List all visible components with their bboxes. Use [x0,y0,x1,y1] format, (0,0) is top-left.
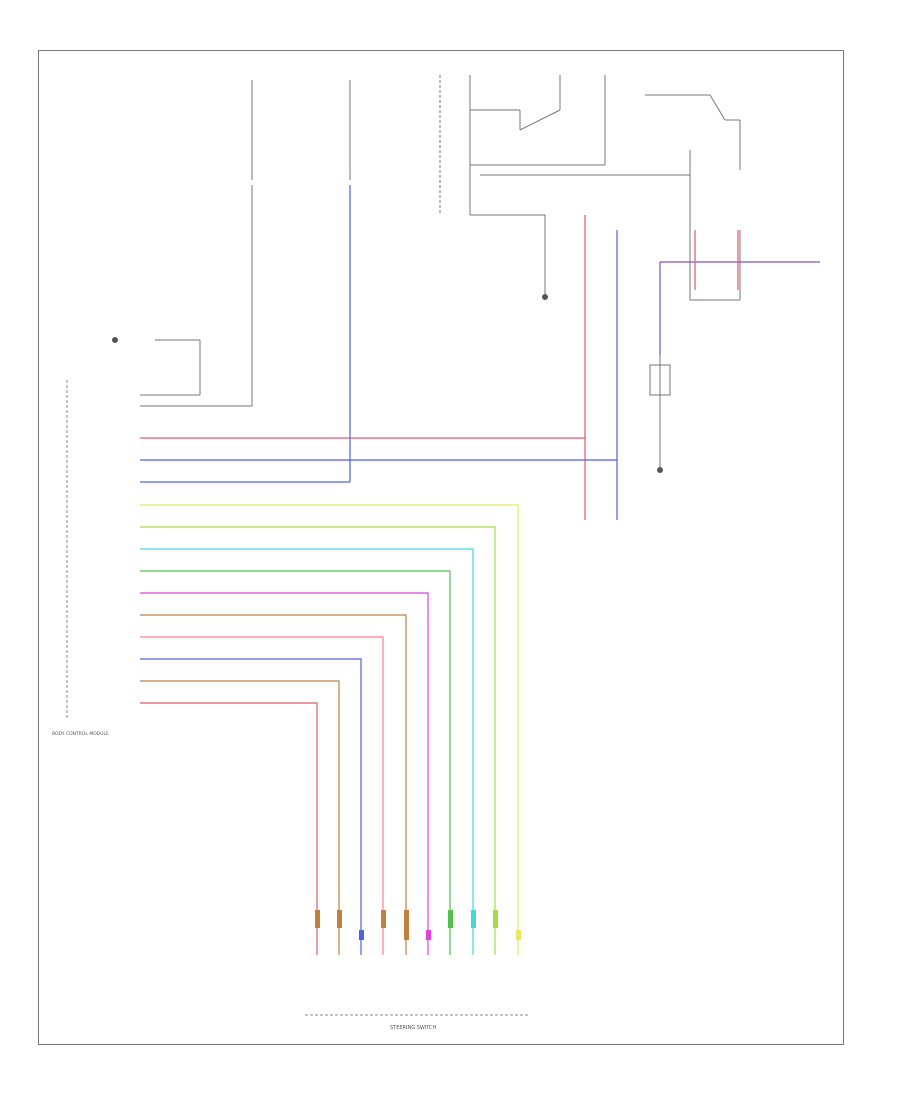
conn-1 [315,910,320,928]
conn-3 [359,930,364,940]
conn-7 [448,910,453,928]
wire-sw-10 [140,702,318,955]
ground-point-3 [657,467,663,473]
wire-sw-2 [140,526,496,955]
wire-sw-3 [140,548,474,955]
wire-sw-4 [140,570,451,955]
relay-contact [519,109,561,131]
wire-sw-9 [140,680,340,955]
module-label: BODY CONTROL MODULE [52,732,109,737]
conn-9 [493,910,498,928]
conn-5 [404,910,409,940]
switch-connectors [305,910,530,1016]
conn-4 [381,910,386,928]
conn-8 [471,910,476,928]
ground-point [542,294,548,300]
diagram-frame [38,50,844,1045]
ground-point-2 [112,337,118,343]
wire-sw-1 [140,504,519,955]
wire-sw-8 [140,658,362,955]
conn-6 [426,930,431,940]
wire-sw-6 [140,614,407,955]
relay2-contact [709,94,726,121]
signal-wires [140,185,820,955]
conn-2 [337,910,342,928]
sensor-block [649,364,671,396]
wire-sw-7 [140,636,384,955]
power-distribution [140,75,741,470]
bottom-label: STEERING SWITCH [390,1025,437,1031]
wire-sw-5 [140,592,429,955]
conn-10 [516,930,521,940]
